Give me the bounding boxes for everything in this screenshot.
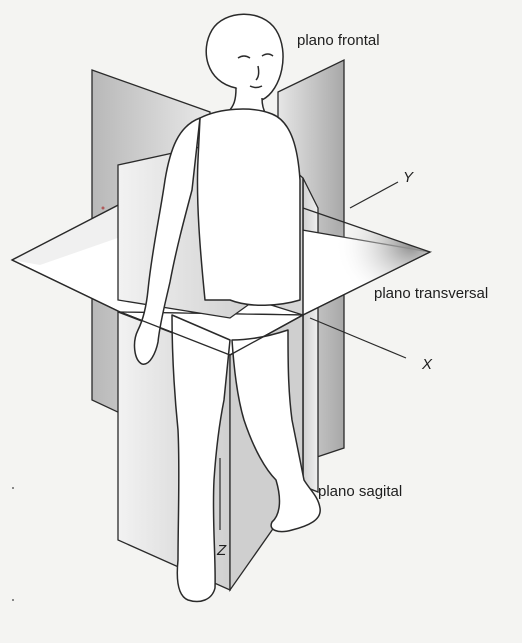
frontal-plane-label: plano frontal <box>297 32 380 49</box>
speck <box>102 207 105 210</box>
x-axis-label: X <box>422 356 432 373</box>
z-axis-label: Z <box>217 542 226 559</box>
y-axis-label: Y <box>403 169 413 186</box>
y-axis-line <box>350 182 398 208</box>
speck <box>12 487 14 489</box>
head <box>206 14 283 101</box>
speck <box>12 599 14 601</box>
sagittal-plane-label: plano sagital <box>318 483 402 500</box>
transverse-plane-label: plano transversal <box>374 285 488 302</box>
torso <box>197 109 300 305</box>
